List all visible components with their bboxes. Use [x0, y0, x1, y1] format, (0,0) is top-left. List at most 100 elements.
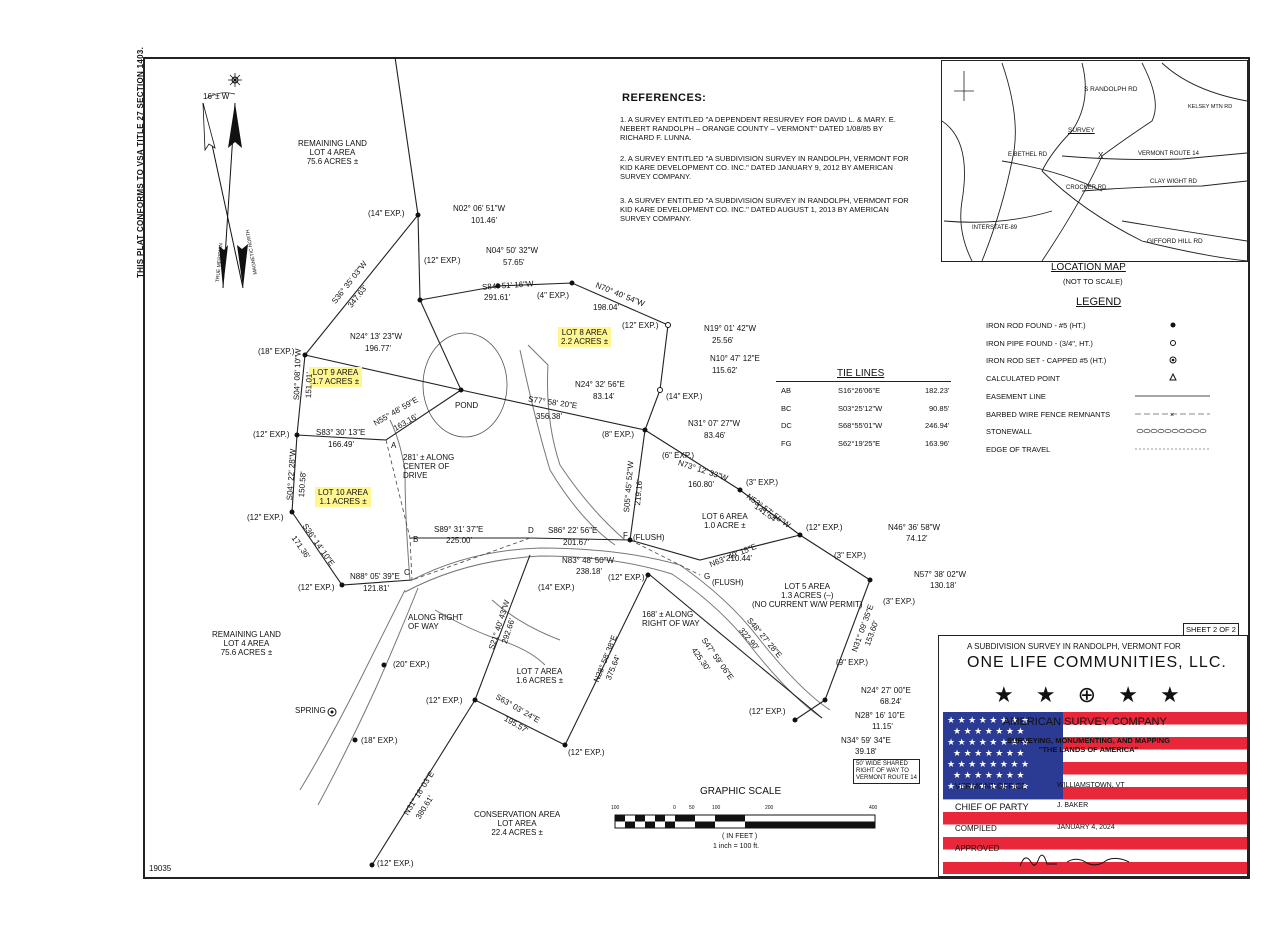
plan-label: N24° 13' 23"W — [350, 332, 403, 341]
graphic-scale-bar — [614, 814, 876, 829]
american-flag: ★ ★ ★ ★ ★ ★ ★ ★ ★ ★ ★ ★ ★ ★ ★ ★ ★ ★ ★ ★ … — [943, 712, 1247, 874]
plan-label: 150.58' — [297, 471, 308, 498]
plan-label: (6" EXP.) — [662, 451, 695, 460]
plan-label: 83.46' — [704, 431, 726, 440]
client-name: ONE LIFE COMMUNITIES, LLC. — [967, 654, 1227, 671]
loc-road-crocker: CROCKER RD — [1066, 185, 1107, 191]
stonewall-icon — [1136, 428, 1207, 434]
plan-label: A — [391, 441, 397, 450]
party-label: CHIEF OF PARTY — [955, 802, 1029, 812]
lot-label-lot-6: LOT 6 AREA 1.0 ACRE ± — [702, 512, 748, 530]
reference-2: 2. A SURVEY ENTITLED "A SUBDIVISION SURV… — [620, 154, 909, 181]
graphic-scale-unit: ( IN FEET ) — [722, 833, 758, 840]
svg-text:★ ★ ★ ★ ★ ★ ★ ★: ★ ★ ★ ★ ★ ★ ★ ★ — [947, 737, 1029, 747]
legend-symbols: × — [1135, 322, 1210, 450]
scale-tick: 50 — [689, 805, 695, 811]
plan-label: SPRING — [295, 706, 326, 715]
lot-label-lot-7: LOT 7 AREA 1.6 ACRES ± — [516, 667, 564, 685]
plan-label: 238.18' — [576, 567, 602, 576]
plan-label: (3" EXP.) — [834, 551, 867, 560]
legend-item-easement-line: EASEMENT LINE — [986, 392, 1046, 401]
signature — [1019, 854, 1130, 867]
plan-label: (12" EXP.) — [608, 573, 645, 582]
location-map: S RANDOLPH RD KELSEY MTN RD SURVEY X E B… — [941, 60, 1248, 262]
plan-label: N88° 05' 39"E — [350, 572, 400, 581]
plan-label: (14" EXP.) — [538, 583, 575, 592]
plan-label: 196.77' — [365, 344, 391, 353]
loc-road-clay-wight: CLAY WIGHT RD — [1150, 179, 1198, 185]
fence-icon: × — [1135, 412, 1210, 419]
scale-tick: 400 — [869, 805, 878, 811]
plan-label: 68.24' — [880, 697, 902, 706]
title-subtitle: A SUBDIVISION SURVEY IN RANDOLPH, VERMON… — [967, 642, 1181, 651]
reference-1: 1. A SURVEY ENTITLED "A DEPENDENT RESURV… — [620, 115, 896, 142]
lot-label-lot-8: LOT 8 AREA 2.2 ACRES ± — [558, 327, 612, 347]
filled-dot-icon — [1170, 322, 1176, 328]
tie-row-ab-id: AB — [781, 386, 792, 395]
plan-label: N31° 07' 27"W — [688, 419, 741, 428]
compass-icon — [954, 71, 974, 101]
sheet-border — [143, 57, 1250, 879]
tie-row-bc-bearing: S03°25'12"W — [838, 404, 883, 413]
company-name: AMERICAN SURVEY COMPANY — [1003, 716, 1167, 728]
svg-text:×: × — [1170, 412, 1174, 419]
tie-lines-rule — [776, 381, 951, 382]
plan-label: ALONG RIGHT OF WAY — [408, 613, 464, 631]
compiled-value: JANUARY 4, 2024 — [1057, 824, 1115, 831]
lot-label-remaining-south: REMAINING LAND LOT 4 AREA 75.6 ACRES ± — [212, 630, 281, 657]
plan-label: 201.67' — [563, 538, 589, 547]
plan-label: 39.18' — [855, 747, 877, 756]
plan-label: (12" EXP.) — [377, 859, 414, 868]
office-label: VERMONT OFFICE — [955, 782, 1027, 791]
compiled-label: COMPILED — [955, 824, 997, 833]
plan-label: N83° 48' 50"W — [562, 556, 615, 565]
plan-label: N02° 06' 51"W — [453, 204, 506, 213]
plan-label: F — [623, 531, 628, 540]
tie-row-bc-id: BC — [781, 404, 792, 413]
edge-of-travel — [299, 344, 831, 806]
stars-row: ★ ★ ⊕ ★ ★ — [994, 682, 1188, 707]
plan-label: N10° 47' 12"E — [710, 354, 760, 363]
target-dot-icon — [1169, 356, 1177, 364]
legend-item-fence: BARBED WIRE FENCE REMNANTS — [986, 410, 1111, 419]
plan-label: 166.49' — [328, 440, 354, 449]
svg-text:★ ★ ★ ★ ★ ★ ★: ★ ★ ★ ★ ★ ★ ★ — [953, 748, 1024, 758]
plan-label: 281' ± ALONG CENTER OF DRIVE — [403, 453, 455, 480]
flag-canton — [943, 712, 1063, 799]
plan-label: C — [404, 568, 410, 577]
graphic-scale-title: GRAPHIC SCALE — [700, 786, 782, 797]
plan-label: (12" EXP.) — [568, 748, 605, 757]
company-tagline: SURVEYING, MONUMENTING, AND MAPPING "THE… — [1007, 736, 1170, 754]
plan-label: N24° 32' 56"E — [575, 380, 625, 389]
plan-label: 291.61' — [484, 293, 510, 302]
tie-row-fg-id: FG — [781, 439, 792, 448]
plan-label: 115.62' — [712, 366, 738, 375]
tie-row-ab-bearing: S16°26'06"E — [838, 386, 881, 395]
plan-label: N24° 27' 00"E — [861, 686, 911, 695]
legend-item-calculated-point: CALCULATED POINT — [986, 374, 1061, 383]
plan-label: POND — [455, 401, 479, 410]
loc-road-e-bethel: E BETHEL RD — [1008, 152, 1048, 158]
sheet-number: 19035 — [149, 864, 172, 873]
plan-label: N46° 36' 58"W — [888, 523, 941, 532]
plan-label: (18" EXP.) — [361, 736, 398, 745]
legend-item-iron-rod-set: IRON ROD SET - CAPPED #5 (HT.) — [986, 356, 1107, 365]
graphic-scale-ratio: 1 inch = 100 ft. — [713, 843, 760, 850]
plan-label: (18" EXP.) — [258, 347, 295, 356]
plan-label: 225.00' — [446, 536, 472, 545]
plan-label: (12" EXP.) — [298, 583, 335, 592]
tie-row-dc-dist: 246.94' — [925, 421, 950, 430]
plan-label: (8" EXP.) — [602, 430, 635, 439]
lot-label-conservation: CONSERVATION AREA LOT AREA 22.4 ACRES ± — [474, 810, 561, 837]
scale-tick: 100 — [611, 805, 620, 811]
loc-road-interstate: INTERSTATE-89 — [972, 225, 1018, 231]
plan-label: 198.04' — [593, 303, 619, 312]
plan-label: 168' ± ALONG RIGHT OF WAY — [642, 610, 700, 628]
plan-label: B — [413, 535, 419, 544]
party-value: J. BAKER — [1057, 802, 1089, 809]
plan-label: (3" EXP.) — [746, 478, 779, 487]
plan-label: D — [528, 526, 534, 535]
plan-label: (FLUSH) — [712, 578, 744, 587]
plan-label: N34° 59' 34"E — [841, 736, 891, 745]
plan-label: S89° 31' 37"E — [434, 525, 484, 534]
